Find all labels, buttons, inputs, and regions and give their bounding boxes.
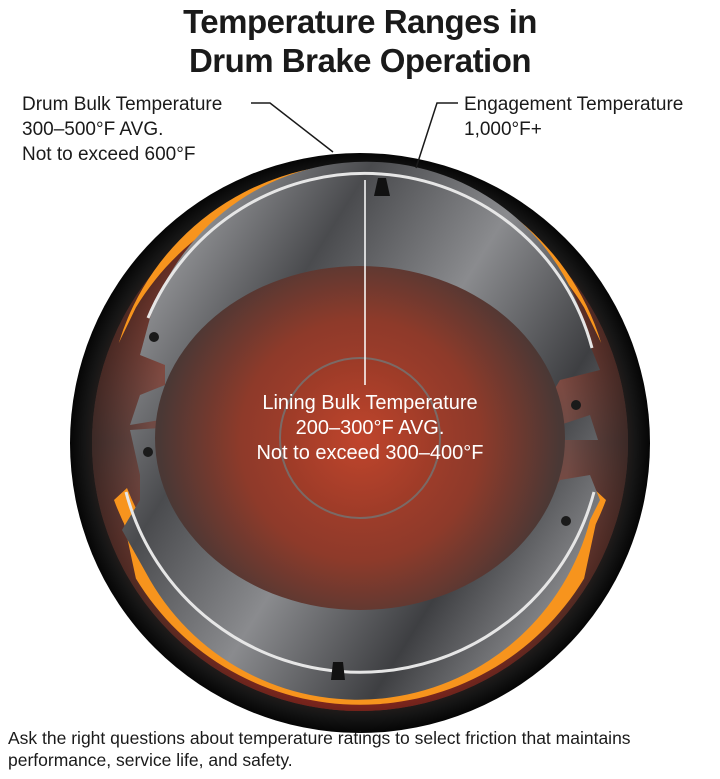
drum-bulk-line-3: Not to exceed 600°F [22, 144, 196, 165]
engagement-label: Engagement Temperature 1,000°F+ [464, 92, 683, 142]
pivot-hole [561, 516, 571, 526]
engagement-line-1: Engagement Temperature [464, 94, 684, 115]
top-notch [374, 178, 390, 196]
engagement-line-2: 1,000°F+ [464, 119, 542, 140]
title-line-1: Temperature Ranges in [183, 3, 537, 40]
drum-bulk-label: Drum Bulk Temperature 300–500°F AVG. Not… [22, 92, 222, 167]
pivot-hole [571, 400, 581, 410]
hub [279, 357, 441, 519]
drum-bulk-leader [251, 102, 334, 153]
bottom-notch [331, 662, 345, 680]
lining-bulk-label: Lining Bulk Temperature 200–300°F AVG. N… [220, 391, 520, 466]
drum-bulk-line-2: 300–500°F AVG. [22, 119, 164, 140]
title-line-2: Drum Brake Operation [188, 42, 532, 79]
lining-bulk-line-2: 200–300°F AVG. [295, 417, 445, 439]
page-title: Temperature Ranges in Drum Brake Operati… [0, 2, 720, 80]
engagement-leader [415, 102, 458, 169]
pivot-hole [143, 447, 153, 457]
caption: Ask the right questions about temperatur… [8, 728, 631, 770]
lining-bulk-line-1: Lining Bulk Temperature [262, 392, 478, 414]
lining-bulk-line-3: Not to exceed 300–400°F [256, 442, 484, 464]
drum-bulk-line-1: Drum Bulk Temperature [22, 94, 223, 115]
pivot-hole [149, 332, 159, 342]
bottom-brake-shoe [122, 428, 600, 700]
